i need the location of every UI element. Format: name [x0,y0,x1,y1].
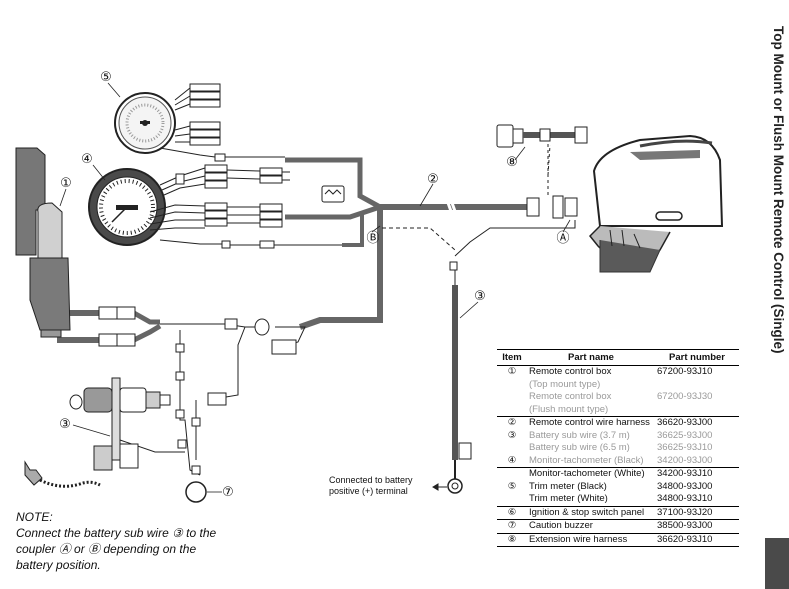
table-cell-part-name: Remote control box [529,391,612,402]
rc-box-couplers [98,306,136,347]
table-cell-item: ⑦ [497,519,527,533]
caution-buzzer [185,481,207,503]
table-cell-item [497,442,527,455]
table-cell-item [497,404,527,417]
table-row: (Top mount type) [497,379,739,392]
table-cell-part-number: 36620-93J00 [655,416,739,430]
battery-label-line-2: positive (+) terminal [329,486,408,496]
remote-control-wire-harness [57,157,527,343]
table-row: (Flush mount type) [497,404,739,417]
header-part-number: Part number [655,349,739,366]
table-cell-item: ④ [507,454,517,466]
callout-1: ① [60,176,72,191]
trim-meter-wires [159,83,285,162]
table-cell-part-number: 36620-93J10 [655,532,739,547]
table-cell-part-number [655,379,739,392]
table-cell-part-name: (Flush mount type) [529,403,609,415]
table-cell-part-number: 67200-93J10 [657,366,713,377]
table-cell-part-number: 34200-93J10 [655,467,739,481]
trim-meter [114,92,176,154]
callout-2: ② [427,172,439,187]
table-cell-part-name: Caution buzzer [527,519,655,533]
header-item: Item [497,349,527,366]
table-cell-item [497,391,527,404]
note-line-2: coupler Ⓐ or Ⓑ depending on the [16,542,197,556]
leader-lines [59,82,571,493]
callout-7: ⑦ [222,485,234,500]
table-cell-part-name: Monitor-tachometer (White) [527,467,655,481]
page-title: Top Mount or Flush Mount Remote Control … [771,26,786,354]
table-cell-part-name: Battery sub wire (6.5 m) [529,442,630,453]
table-cell-part-number: 34800-93J00 [657,480,713,492]
table-cell-item: ⑥ [497,505,527,520]
table-cell-part-name: Battery sub wire (3.7 m) [529,429,630,441]
page-tab [765,538,789,589]
table-cell-part-name: Extension wire harness [527,532,655,547]
table-cell-part-name: Monitor-tachometer (Black) [529,454,644,466]
table-cell-part-name: Trim meter (Black) [529,480,607,492]
note-title: NOTE: [16,510,53,524]
parts-table-body: ① Remote control box 67200-93J10 (Top mount… [497,366,739,547]
table-cell-part-number: 36625-93J10 [657,442,713,453]
table-cell-part-name: Remote control wire harness [527,416,655,430]
callout-5: ⑤ [100,70,112,85]
table-cell-part-number: 67200-93J30 [657,391,713,402]
header-part-name: Part name [527,349,655,366]
table-cell-item: ② [497,416,527,430]
table-cell-part-number: 34200-93J00 [657,454,713,466]
table-row: ① Remote control box 67200-93J10 [497,366,739,379]
note-line-1: Connect the battery sub wire ③ to the [16,526,217,540]
note-line-3: battery position. [16,558,101,572]
callout-3-harness: ③ [474,289,486,304]
callout-4: ④ [81,152,93,167]
table-row: ③ Battery sub wire (3.7 m) 36625-93J00 [497,430,739,443]
table-cell-part-number: 36625-93J00 [657,429,713,441]
callout-B: Ⓑ [366,231,379,246]
table-row: Remote control box 67200-93J30 [497,391,739,404]
connectors [175,185,578,475]
table-cell-item: ① [507,366,517,377]
table-cell-part-number: 38500-93J00 [655,519,739,533]
table-cell-item: ⑤ [507,480,517,492]
table-cell-part-number: 34800-93J10 [657,493,713,504]
table-cell-part-name: (Top mount type) [529,378,601,390]
callout-3-panel: ③ [59,417,71,432]
monitor-tachometer-wires [149,164,342,249]
battery-sub-wire [382,140,576,494]
table-row: Trim meter (White) 34800-93J10 [497,493,739,506]
battery-terminal-label: Connected to battery positive (+) termin… [329,475,413,497]
monitor-tachometer [88,168,166,246]
battery-label-line-1: Connected to battery [329,475,413,485]
callout-8: ⑧ [506,155,518,170]
ignition-stop-switch-panel [24,377,171,488]
parts-table: Item Part name Part number ① Remote contr… [497,349,739,547]
table-cell-part-name: Ignition & stop switch panel [527,505,655,520]
parts-table-header: Item Part name Part number [497,349,739,366]
extension-wire-harness [496,124,588,148]
table-cell-item [497,467,527,481]
table-row: Battery sub wire (6.5 m) 36625-93J10 [497,442,739,455]
table-cell-part-number: 37100-93J20 [655,505,739,520]
table-cell-part-name: Trim meter (White) [529,493,608,504]
table-cell-part-name: Remote control box [529,366,612,377]
table-row: Monitor-tachometer (White)34200-93J10 [497,467,739,481]
table-row: ⑤ Trim meter (Black) 34800-93J00 [497,481,739,494]
remote-control-box [15,147,71,338]
table-cell-part-number [655,404,739,417]
table-cell-item: ⑧ [497,532,527,547]
table-cell-item: ③ [507,429,517,441]
callout-A: Ⓐ [556,231,569,246]
note: NOTE: Connect the battery sub wire ③ to … [16,509,256,573]
outboard-motor [588,134,724,273]
table-cell-item [497,379,527,392]
table-cell-item [497,493,527,506]
table-row: ④ Monitor-tachometer (Black) 34200-93J00 [497,455,739,468]
